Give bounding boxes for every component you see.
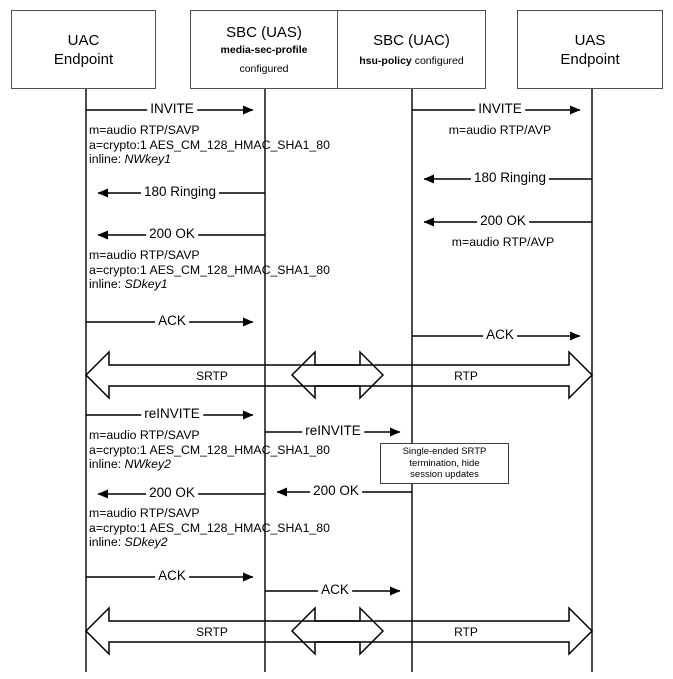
label-180ringing-left: 180 Ringing: [140, 184, 220, 199]
label-200ok-mid: 200 OK: [310, 483, 362, 498]
band-label-srtp-upper: SRTP: [192, 369, 232, 383]
sdp-line-crypto-4: a=crypto:1 AES_CM_128_HMAC_SHA1_80: [89, 520, 330, 535]
band-rtp-lower: [290, 606, 594, 656]
sdp-line-m-4: m=audio RTP/SAVP: [89, 506, 200, 520]
sdp-line-inline-1: inline: NWkey1: [89, 152, 330, 167]
label-invite-left: INVITE: [147, 101, 197, 116]
sdp-body-invite: m=audio RTP/SAVP a=crypto:1 AES_CM_128_H…: [89, 123, 330, 167]
label-200ok-left: 200 OK: [146, 226, 198, 241]
label-200ok-right: 200 OK: [477, 213, 529, 228]
band-label-srtp-lower: SRTP: [192, 625, 232, 639]
sdp-line-inline-4: inline: SDkey2: [89, 535, 330, 550]
sdp-inline-prefix-2: inline:: [89, 277, 125, 292]
lane-config-word-sbc-uac: configured: [414, 55, 464, 67]
label-180ringing-right: 180 Ringing: [470, 170, 550, 185]
label-200ok-left2: 200 OK: [146, 485, 198, 500]
sdp-line-crypto-3: a=crypto:1 AES_CM_128_HMAC_SHA1_80: [89, 442, 330, 457]
lane-header-sbc-uac[interactable]: SBC (UAC) hsu-policy configured: [337, 10, 486, 89]
note-line-2: termination, hide: [409, 457, 480, 469]
lane-config-bold-sbc-uac: hsu-policy: [359, 55, 412, 67]
note-single-ended-srtp[interactable]: Single-ended SRTP termination, hide sess…: [380, 443, 509, 484]
label-reinvite-mid: reINVITE: [302, 423, 364, 438]
sdp-line-inline-3: inline: NWkey2: [89, 457, 330, 472]
media-band-lower: [84, 606, 594, 656]
sdp-body-200ok-right: m=audio RTP/AVP: [451, 235, 555, 249]
label-ack-left: ACK: [155, 313, 189, 328]
band-srtp-lower: [84, 606, 385, 656]
sdp-inline-key-nwkey1: NWkey1: [124, 152, 172, 167]
note-line-1: Single-ended SRTP: [402, 446, 487, 458]
sdp-line-m-2: m=audio RTP/SAVP: [89, 248, 200, 262]
label-invite-right: INVITE: [475, 101, 525, 116]
lane-header-uas-endpoint[interactable]: UAS Endpoint: [517, 10, 663, 89]
sdp-line-crypto-1: a=crypto:1 AES_CM_128_HMAC_SHA1_80: [89, 137, 330, 152]
sdp-inline-key-sdkey1: SDkey1: [124, 277, 168, 292]
note-line-3: session updates: [410, 469, 479, 481]
sdp-body-200ok2: m=audio RTP/SAVP a=crypto:1 AES_CM_128_H…: [89, 506, 330, 550]
sdp-inline-prefix-4: inline:: [89, 535, 125, 550]
sdp-line-inline-2: inline: SDkey1: [89, 277, 330, 292]
label-ack-left2: ACK: [155, 568, 189, 583]
band-label-rtp-upper: RTP: [450, 369, 482, 383]
lane-title-uac-endpoint: UAC: [67, 31, 100, 49]
lane-config-bold-sbc-uas: media-sec-profile: [220, 44, 308, 56]
lane-subtitle-uas-endpoint: Endpoint: [560, 50, 620, 68]
sdp-line-crypto-2: a=crypto:1 AES_CM_128_HMAC_SHA1_80: [89, 262, 330, 277]
note-text-wrapper: Single-ended SRTP termination, hide sess…: [403, 446, 487, 481]
lane-title-uas-endpoint: UAS: [574, 31, 606, 49]
sdp-line-m-3: m=audio RTP/SAVP: [89, 428, 200, 442]
lane-subtitle-uac-endpoint: Endpoint: [53, 50, 114, 68]
sdp-inline-key-sdkey2: SDkey2: [124, 535, 168, 550]
sdp-inline-prefix-3: inline:: [89, 457, 125, 472]
lane-title-sbc-uac: SBC (UAC): [373, 32, 450, 49]
sdp-body-reinvite: m=audio RTP/SAVP a=crypto:1 AES_CM_128_H…: [89, 428, 330, 472]
band-rtp-upper: [290, 350, 594, 400]
lane-header-sbc-uas[interactable]: SBC (UAS) media-sec-profile configured: [190, 10, 338, 89]
sdp-line-m-1: m=audio RTP/SAVP: [89, 123, 200, 137]
sdp-body-invite-right: m=audio RTP/AVP: [448, 123, 552, 137]
sdp-inline-prefix-1: inline:: [89, 152, 125, 167]
lane-title-sbc-uas: SBC (UAS): [226, 24, 302, 41]
band-srtp-upper: [84, 350, 385, 400]
sdp-body-200ok: m=audio RTP/SAVP a=crypto:1 AES_CM_128_H…: [89, 248, 330, 292]
label-ack-mid: ACK: [318, 582, 352, 597]
lane-header-uac-endpoint[interactable]: UAC Endpoint: [11, 10, 156, 89]
label-reinvite-left: reINVITE: [141, 406, 203, 421]
lifelines: [85, 88, 593, 672]
media-band-upper: [84, 350, 594, 400]
lane-config-sbc-uas: configured: [239, 63, 289, 75]
lane-config-sbc-uac: hsu-policy configured: [359, 54, 463, 68]
label-ack-right: ACK: [483, 327, 517, 342]
sdp-inline-key-nwkey2: NWkey2: [124, 457, 172, 472]
band-label-rtp-lower: RTP: [450, 625, 482, 639]
